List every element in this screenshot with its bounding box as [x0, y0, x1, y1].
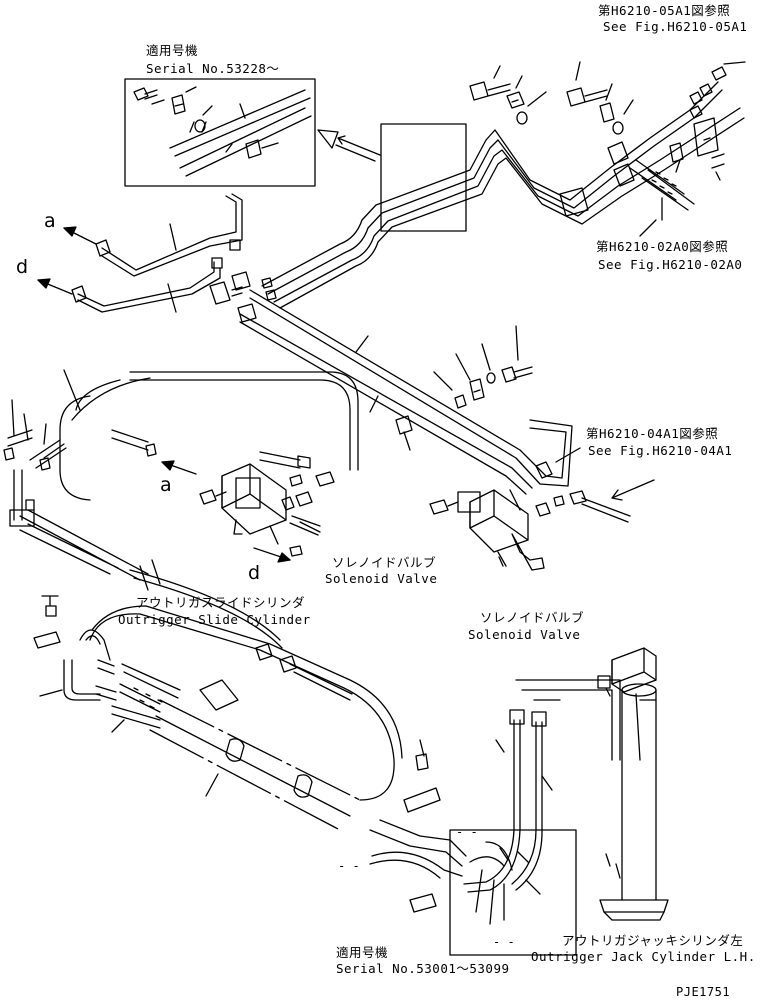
dash-mark-bottom: - - [493, 935, 515, 949]
serial-bottom-jp: 適用号機 [336, 945, 389, 960]
flow-arrows-upper [37, 226, 97, 295]
port-a-lower: a [160, 474, 173, 496]
left-hose-loops [3, 369, 359, 649]
solenoid-left-jp: ソレノイドバルブ [332, 555, 437, 570]
bolt-group-top [469, 61, 684, 173]
ref-02a0-jp: 第H6210-02A0図参照 [596, 239, 729, 254]
serial-top-jp: 適用号機 [146, 43, 199, 58]
solenoid-left-en: Solenoid Valve [325, 571, 438, 586]
jack-cylinder-hoses [369, 679, 621, 956]
left-u-pipes [71, 193, 243, 313]
solenoid-right-en: Solenoid Valve [468, 627, 581, 642]
outrigger-jack-cylinder [597, 647, 669, 921]
figure-code: PJE1751 [676, 985, 731, 999]
slide-cylinder-jp: アウトリガスライドシリンダ [136, 595, 306, 610]
inset-arrow [317, 129, 381, 162]
port-a-upper: a [44, 210, 57, 232]
port-d-upper: d [16, 256, 29, 278]
ref-05a1-en: See Fig.H6210-05A1 [603, 19, 748, 34]
ref-04a1-jp: 第H6210-04A1図参照 [586, 426, 719, 441]
solenoid-right-jp: ソレノイドバルブ [480, 610, 585, 625]
port-d-lower: d [248, 562, 261, 584]
serial-top-en: Serial No.53228～ [146, 61, 280, 76]
dash-mark-top: - - [456, 825, 478, 839]
solenoid-valve-left [199, 463, 335, 557]
serial-bottom-en: Serial No.53001～53099 [336, 961, 510, 976]
slide-cylinder-hoses [33, 595, 403, 831]
jack-cylinder-en: Outrigger Jack Cylinder L.H. [531, 949, 756, 964]
ref-02a0-en: See Fig.H6210-02A0 [598, 257, 743, 272]
zoom-box [380, 123, 467, 232]
long-diagonal-pipe [209, 271, 573, 495]
flow-arrows-lower [161, 460, 291, 563]
solenoid-valve-right [429, 479, 655, 571]
dash-mark-left: - - [338, 859, 360, 873]
ref-05a1-jp: 第H6210-05A1図参照 [598, 3, 731, 18]
slide-cylinder-en: Outrigger Slide Cylinder [118, 612, 311, 627]
ref-04a1-en: See Fig.H6210-04A1 [588, 443, 733, 458]
upper-pipe-run [261, 61, 746, 309]
inset-serial-53228 [124, 78, 316, 187]
label-leaders [289, 197, 663, 567]
jack-cylinder-jp: アウトリガジャッキシリンダ左 [562, 933, 744, 948]
